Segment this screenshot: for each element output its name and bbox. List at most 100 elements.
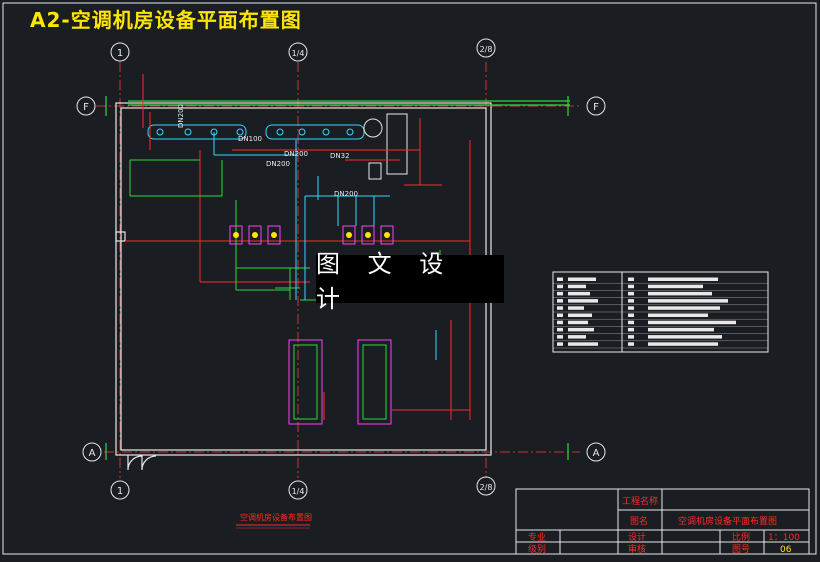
schedule-cell	[648, 277, 718, 281]
pump-cores	[233, 232, 390, 238]
grid-label-1-top: 1	[117, 48, 123, 59]
drawing-caption: 空调机房设备布置图	[240, 512, 312, 522]
pump-unit	[229, 225, 243, 245]
schedule-cell	[628, 335, 634, 339]
distributor-node	[236, 128, 244, 136]
schedule-cell	[628, 327, 634, 332]
grid-label-2-8-top: 2/8	[480, 45, 493, 54]
schedule-cell	[628, 320, 634, 325]
pump-core	[365, 232, 371, 238]
schedule-cell	[648, 313, 708, 317]
distributor-node	[276, 128, 284, 136]
pump-unit	[267, 225, 281, 245]
distributor-left	[147, 124, 247, 140]
expansion-tank	[363, 118, 383, 138]
pump-unit	[361, 225, 375, 245]
grid-label-1-4-bottom: 1/4	[292, 487, 305, 496]
pump-unit	[380, 225, 394, 245]
sheet-border	[2, 2, 817, 555]
grid-bubble-1-4-top	[288, 42, 308, 62]
distributor-node	[184, 128, 192, 136]
schedule-cell	[557, 284, 563, 289]
pump-core	[346, 232, 352, 238]
distributor-node	[346, 128, 354, 136]
schedule-rows	[553, 277, 768, 349]
schedule-cell	[628, 284, 634, 289]
control-box	[368, 162, 382, 180]
schedule-cell	[568, 291, 590, 296]
project-label: 工程名称	[622, 495, 658, 507]
schedule-cell	[557, 313, 563, 317]
schedule-cell	[648, 342, 718, 346]
schedule-cell	[628, 299, 634, 303]
drawing-name: 空调机房设备平面布置图	[678, 515, 777, 527]
grid-bubbles	[76, 38, 606, 500]
pipe-label: DN200	[284, 150, 308, 158]
chiller-unit-left	[288, 339, 323, 425]
schedule-cell	[568, 335, 586, 339]
pipe-label: DN200	[266, 160, 290, 168]
schedule-cell	[648, 335, 722, 339]
schedule-cell	[557, 277, 563, 281]
review-label: 审核	[628, 543, 646, 555]
grid-bubble-2-8-bottom	[476, 476, 496, 496]
chiller-unit-right	[357, 339, 392, 425]
grid-label-1-4-top: 1/4	[292, 49, 305, 58]
distributor-node	[156, 128, 164, 136]
grid-bubble-labels: 1 1/4 2/8 1 1/4 2/8 F F A A	[83, 45, 599, 497]
schedule-cell	[628, 277, 634, 281]
pipe-label: DN100	[238, 135, 262, 143]
title-block	[515, 488, 810, 555]
schedule-cell	[628, 291, 634, 296]
schedule-cell	[557, 335, 563, 339]
schedule-cell	[568, 320, 588, 325]
schedule-cell	[568, 299, 598, 303]
specialty-label: 专业	[528, 531, 546, 543]
grid-bubble-1-top	[110, 42, 130, 62]
schedule-cell	[568, 313, 592, 317]
schedule-cell	[568, 306, 584, 310]
scale-label: 比例	[732, 531, 750, 543]
grid-label-a-left: A	[89, 448, 96, 459]
schedule-cell	[557, 342, 563, 346]
cyan-pipes	[213, 132, 437, 360]
grid-bubble-a-left	[82, 442, 102, 462]
pump-core	[233, 232, 239, 238]
pipe-label: DN32	[330, 152, 350, 160]
grid-bubble-1-4-bottom	[288, 480, 308, 500]
grid-bubble-f-right	[586, 96, 606, 116]
grid-bubble-2-8-top	[476, 38, 496, 58]
schedule-cell	[568, 277, 596, 281]
schedule-cell	[648, 284, 703, 289]
distributor-node	[298, 128, 306, 136]
schedule-cell	[648, 299, 728, 303]
watermark-badge: 图 文 设 计	[316, 250, 504, 313]
schedule-cell	[648, 327, 714, 332]
sheet-label: 图号	[732, 544, 750, 555]
schedule-cell	[568, 327, 594, 332]
schedule-cell	[648, 291, 712, 296]
chiller-unit-left-inner	[293, 344, 318, 420]
schedule-cell	[648, 306, 720, 310]
grid-label-f-right: F	[593, 102, 599, 113]
sheet-value: 06	[780, 545, 792, 555]
pump-unit	[248, 225, 262, 245]
schedule-cell	[648, 320, 736, 325]
pump-core	[271, 232, 277, 238]
pump-unit	[342, 225, 356, 245]
column-left	[115, 231, 126, 242]
grade-label: 级别	[528, 543, 546, 555]
pipe-label-group: DN100 DN200 DN200 DN32 DN200 DN200	[177, 104, 358, 198]
distributor-right	[265, 124, 365, 140]
pump-units	[229, 225, 394, 245]
beam-lines	[105, 96, 570, 460]
softener-unit	[386, 113, 408, 175]
pipe-label: DN200	[177, 104, 185, 128]
water-tank	[363, 113, 408, 180]
distributor-node	[322, 128, 330, 136]
chiller-unit-right-inner	[362, 344, 387, 420]
schedule-cell	[628, 313, 634, 317]
schedule-cell	[628, 342, 634, 346]
schedule-cell	[628, 306, 634, 310]
